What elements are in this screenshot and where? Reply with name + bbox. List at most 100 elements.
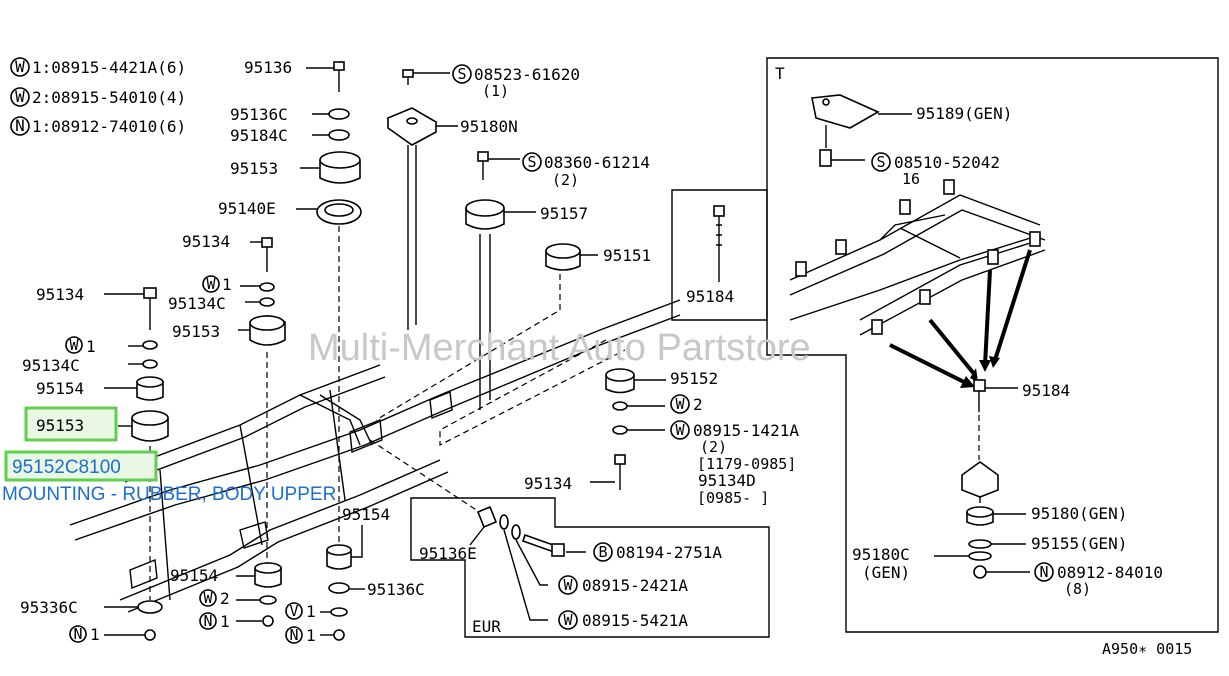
label-b1[interactable]: 08194-2751A	[616, 543, 722, 562]
bracket-95180n	[386, 107, 458, 330]
label-95157[interactable]: 95157	[540, 204, 588, 223]
n-symbol-icon	[69, 625, 87, 643]
rubber-95157	[465, 199, 536, 410]
label-s1-qty: (1)	[482, 82, 509, 100]
label-95189[interactable]: 95189(GEN)	[916, 104, 1012, 123]
label-95184[interactable]: 95184	[1022, 381, 1070, 400]
label-n1[interactable]: 1	[90, 625, 100, 644]
label-95180c[interactable]: 95180C	[852, 545, 910, 564]
label-95180gen[interactable]: 95180(GEN)	[1031, 504, 1127, 523]
label-w3-qty: (2)	[700, 438, 727, 456]
label-95154[interactable]: 95154	[36, 379, 84, 398]
label-95134d[interactable]: 95134D	[698, 471, 756, 490]
bolt-95136	[306, 61, 345, 92]
selected-ref-label[interactable]: 95153	[36, 416, 84, 435]
legend: W 1:08915-4421A(6) W 2:08915-54010(4) N …	[10, 57, 186, 136]
label-95184[interactable]: 95184	[686, 287, 734, 306]
label-w3-range: [1179-0985]	[697, 455, 796, 473]
w-symbol-icon	[10, 57, 30, 77]
label-95184c[interactable]: 95184C	[230, 126, 288, 145]
label-95152[interactable]: 95152	[670, 369, 718, 388]
label-w2[interactable]: 2	[693, 395, 703, 414]
bolt-95134d	[590, 454, 626, 490]
label-95154[interactable]: 95154	[170, 566, 218, 585]
label-v1[interactable]: 1	[306, 602, 316, 621]
label-95136c[interactable]: 95136C	[230, 105, 288, 124]
label-w3[interactable]: 08915-1421A	[693, 421, 799, 440]
w-symbol-icon	[10, 87, 30, 107]
leader-line-eur	[369, 439, 485, 516]
legend-item-n1: 1:08912-74010(6)	[32, 117, 186, 136]
mount-95154-right	[326, 525, 363, 570]
mount-95154-bottom	[236, 562, 282, 588]
selected-part-highlight[interactable]: 95153 95152C8100 MOUNTING - RUBBER, BODY…	[2, 406, 336, 505]
label-95153[interactable]: 95153	[172, 322, 220, 341]
v-symbol-label: V	[289, 602, 298, 620]
screw-s1	[402, 69, 450, 85]
s-symbol-label: S	[876, 153, 885, 171]
selected-part-number[interactable]: 95152C8100	[12, 457, 121, 478]
bolt-s2	[477, 151, 520, 180]
label-95136e[interactable]: 95136E	[419, 544, 477, 563]
w-symbol-label: W	[563, 611, 573, 629]
s-symbol-label: S	[527, 153, 536, 171]
label-s3[interactable]: 08510-52042	[894, 153, 1000, 172]
label-95151[interactable]: 95151	[603, 246, 651, 265]
label-95336c[interactable]: 95336C	[20, 598, 78, 617]
label-95140e[interactable]: 95140E	[218, 199, 276, 218]
rubber-95152	[439, 339, 666, 446]
label-95180n[interactable]: 95180N	[460, 117, 518, 136]
label-95155gen[interactable]: 95155(GEN)	[1031, 534, 1127, 553]
bolt-95184-inset	[713, 205, 725, 282]
rubber-95153-selected[interactable]	[118, 410, 169, 442]
screw-s3	[819, 149, 865, 167]
part-labels: 95136 95136C 95184C 95153 95140E 95134 W…	[20, 58, 1192, 658]
label-w1[interactable]: 1	[86, 337, 96, 356]
label-w1[interactable]: 1	[222, 275, 232, 294]
washer-w1-a	[259, 282, 275, 292]
s-symbol-label: S	[457, 65, 466, 83]
label-eur: EUR	[472, 617, 501, 636]
w-symbol-icon	[670, 420, 690, 440]
label-95136c[interactable]: 95136C	[367, 580, 425, 599]
label-n2[interactable]: 08912-84010	[1057, 563, 1163, 582]
nut-n2	[973, 565, 987, 579]
w-symbol-icon	[202, 275, 220, 293]
label-95134c[interactable]: 95134C	[168, 294, 226, 313]
label-95154[interactable]: 95154	[342, 505, 390, 524]
label-95134[interactable]: 95134	[524, 474, 572, 493]
washer-95134c-a	[259, 297, 275, 307]
label-95134[interactable]: 95134	[182, 232, 230, 251]
w-symbol-icon	[199, 589, 217, 607]
diagram-code: A950∗ 0015	[1102, 640, 1192, 658]
nut-n1-b	[262, 615, 274, 627]
label-s2-qty: (2)	[552, 171, 579, 189]
label-95153[interactable]: 95153	[230, 159, 278, 178]
w-symbol-label: W	[206, 275, 216, 293]
label-w5[interactable]: 08915-5421A	[582, 611, 688, 630]
label-w2[interactable]: 2	[220, 589, 230, 608]
highlight-ref-box[interactable]	[24, 406, 118, 442]
bolt-b1	[521, 533, 586, 557]
b-symbol-label: B	[598, 543, 607, 561]
w-symbol-label: W	[563, 576, 573, 594]
legend-symbol: W	[15, 57, 25, 76]
s-symbol-icon	[452, 64, 472, 84]
w-symbol-label: W	[69, 336, 79, 354]
washer-95136c-bot	[328, 582, 350, 594]
label-95134[interactable]: 95134	[36, 285, 84, 304]
w-symbol-icon	[670, 394, 690, 414]
label-n1[interactable]: 1	[220, 612, 230, 631]
label-w4[interactable]: 08915-2421A	[582, 576, 688, 595]
highlight-part-number-box[interactable]	[4, 450, 158, 482]
chassis-frame-left	[69, 299, 681, 613]
label-95136[interactable]: 95136	[244, 58, 292, 77]
washer-w1-b	[142, 340, 158, 350]
label-s2[interactable]: 08360-61214	[544, 153, 650, 172]
label-s1[interactable]: 08523-61620	[474, 65, 580, 84]
label-95134c[interactable]: 95134C	[22, 356, 80, 375]
inset-box	[671, 189, 768, 321]
label-n1[interactable]: 1	[306, 626, 316, 645]
w-symbol-label: W	[675, 421, 685, 439]
